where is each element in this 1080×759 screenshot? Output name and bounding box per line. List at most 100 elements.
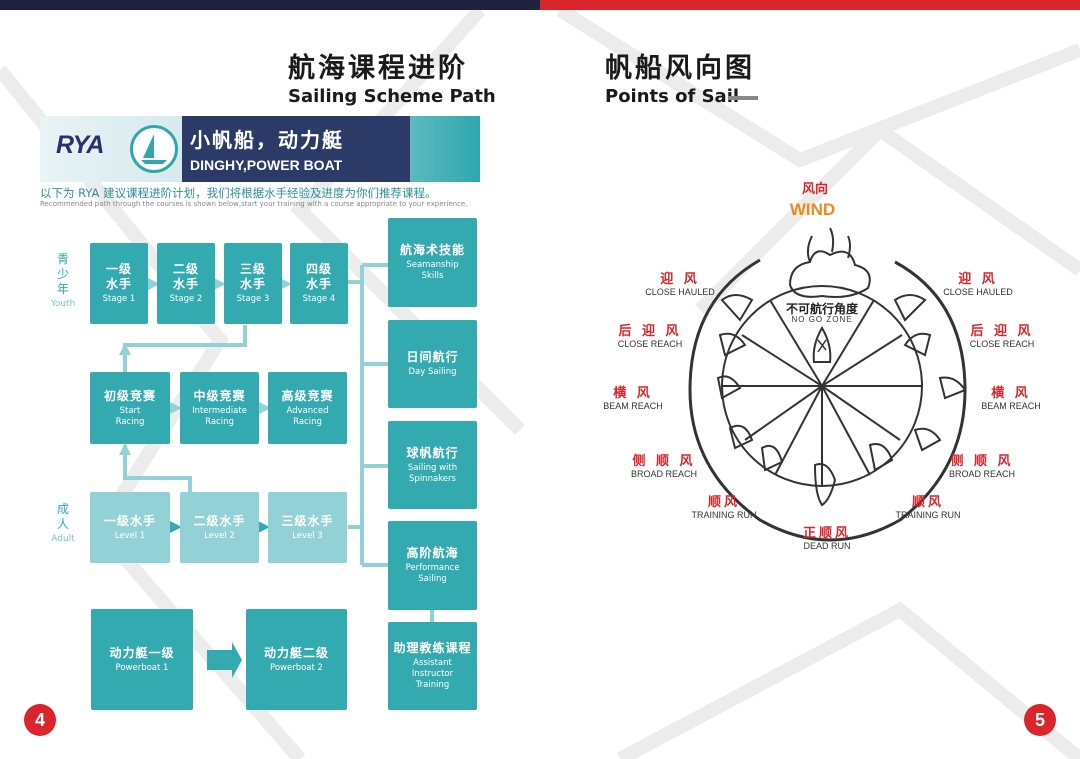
seamanship-en1: Seamanship [406, 260, 459, 270]
adult-label: 成 人 Adult [48, 502, 78, 547]
stage-4-cn-line2: 水手 [305, 277, 332, 291]
top-bar-navy [0, 0, 540, 10]
stage-4-cn-line1: 四级 [305, 262, 332, 276]
stage-1-cn-line1: 一级 [105, 262, 132, 276]
course-stage-3[interactable]: 三级 水手 Stage 3 [224, 243, 282, 324]
beam-reach-left: 横 风 BEAM REACH [600, 382, 666, 411]
course-level-1[interactable]: 一级水手 Level 1 [90, 492, 170, 563]
subtitle-dash [728, 96, 758, 100]
level-3-cn: 三级水手 [281, 513, 334, 528]
spinnakers-cn: 球帆航行 [406, 445, 459, 460]
intermediate-racing-en2: Racing [205, 416, 234, 427]
powerboat-2-en: Powerboat 2 [270, 662, 323, 673]
rya-logo: RYA [56, 131, 104, 159]
youth-en: Youth [50, 299, 76, 309]
dead-run-en: DEAD RUN [803, 541, 851, 551]
banner-title: 小帆船，动力艇 [190, 128, 344, 152]
no-go-zone-cn: 不可航行角度 [785, 302, 858, 316]
intermediate-racing-en1: Intermediate [192, 405, 247, 416]
spinnakers-en1: Sailing with [407, 462, 458, 473]
broad-reach-right-cn: 侧 顺 风 [950, 454, 1014, 469]
close-reach-right-cn: 后 迎 风 [970, 324, 1034, 339]
performance-en1: Performance [405, 563, 460, 573]
stage-1-en: Stage 1 [102, 294, 136, 304]
course-advanced-racing[interactable]: 高级竞赛 Advanced Racing [268, 372, 347, 444]
beam-reach-left-cn: 横 风 [613, 386, 653, 401]
close-hauled-left-cn: 迎 风 [660, 272, 700, 287]
day-sailing-en: Day Sailing [408, 367, 457, 377]
course-powerboat-1[interactable]: 动力艇一级 Powerboat 1 [91, 609, 193, 710]
adult-char-2: 人 [56, 517, 69, 531]
training-run-left-cn: 顺风 [707, 495, 740, 510]
performance-cn: 高阶航海 [406, 546, 459, 560]
level-2-cn: 二级水手 [193, 513, 246, 528]
close-hauled-right-en: CLOSE HAULED [943, 287, 1013, 297]
broad-reach-right: 侧 顺 风 BROAD REACH [944, 450, 1020, 479]
course-spinnakers[interactable]: 球帆航行 Sailing with Spinnakers [388, 421, 477, 509]
assistant-en2: Instructor [411, 669, 454, 679]
broad-reach-left-en: BROAD REACH [630, 469, 697, 479]
wind-label-cn: 风向 [801, 182, 828, 197]
training-run-right-en: TRAINING RUN [895, 510, 961, 520]
stage-3-cn-line1: 三级 [239, 262, 266, 276]
broad-reach-right-en: BROAD REACH [948, 469, 1015, 479]
intermediate-racing-cn: 中级竞赛 [193, 388, 246, 403]
youth-char-2: 少 [56, 267, 69, 281]
powerboat-2-cn: 动力艇二级 [263, 645, 329, 660]
beam-reach-right: 横 风 BEAM REACH [978, 382, 1044, 411]
course-assistant-instructor[interactable]: 助理教练课程 Assistant Instructor Training [388, 622, 477, 710]
assistant-en1: Assistant [413, 658, 452, 668]
stage-3-cn-line2: 水手 [239, 277, 266, 291]
level-2-en: Level 2 [204, 530, 235, 541]
course-stage-1[interactable]: 一级 水手 Stage 1 [90, 243, 148, 324]
page-number-right: 5 [1024, 704, 1056, 736]
stage-2-cn-line1: 二级 [172, 262, 199, 276]
course-powerboat-2[interactable]: 动力艇二级 Powerboat 2 [246, 609, 347, 710]
wind-label-en: WIND [789, 200, 836, 219]
start-racing-cn: 初级竞赛 [103, 388, 156, 403]
broad-reach-left: 侧 顺 风 BROAD REACH [626, 450, 702, 479]
training-run-left: 顺风 TRAINING RUN [684, 491, 764, 520]
stage-4-en: Stage 4 [302, 294, 336, 304]
course-start-racing[interactable]: 初级竞赛 Start Racing [90, 372, 170, 444]
level-1-en: Level 1 [114, 530, 146, 541]
banner-dark-panel [182, 116, 410, 182]
assistant-cn: 助理教练课程 [393, 641, 472, 655]
training-run-left-en: TRAINING RUN [691, 510, 757, 520]
course-level-3[interactable]: 三级水手 Level 3 [268, 492, 347, 563]
start-racing-en2: Racing [115, 416, 145, 427]
intro-text-cn: 以下为 RYA 建议课程进阶计划，我们将根据水手经验及进度为你们推荐课程。 [40, 186, 437, 200]
close-hauled-right-cn: 迎 风 [958, 272, 998, 287]
beam-reach-right-cn: 横 风 [991, 386, 1031, 401]
beam-reach-right-en: BEAM REACH [981, 401, 1041, 411]
youth-char-1: 青 [56, 252, 69, 266]
course-level-2[interactable]: 二级水手 Level 2 [180, 492, 259, 563]
youth-label: 青 少 年 Youth [48, 252, 78, 312]
close-reach-right: 后 迎 风 CLOSE REACH [964, 320, 1040, 349]
right-page-subtitle: Points of Sail [605, 86, 740, 107]
seamanship-cn: 航海术技能 [399, 243, 465, 257]
course-stage-4[interactable]: 四级 水手 Stage 4 [290, 243, 348, 324]
advanced-racing-cn: 高级竞赛 [281, 388, 334, 403]
right-page-title: 帆船风向图 [605, 53, 755, 84]
left-page-title: 航海课程进阶 [288, 53, 468, 84]
level-1-cn: 一级水手 [103, 513, 156, 528]
course-day-sailing[interactable]: 日间航行 Day Sailing [388, 320, 477, 408]
close-hauled-left: 迎 风 CLOSE HAULED [640, 268, 720, 297]
course-stage-2[interactable]: 二级 水手 Stage 2 [157, 243, 215, 324]
adult-char-1: 成 [56, 502, 69, 516]
close-reach-right-en: CLOSE REACH [969, 339, 1035, 349]
page-number-left: 4 [24, 704, 56, 736]
course-banner: RYA 小帆船，动力艇 DINGHY,POWER BOAT [40, 116, 480, 182]
start-racing-en1: Start [119, 405, 141, 416]
close-hauled-right: 迎 风 CLOSE HAULED [938, 268, 1018, 297]
seamanship-en2: Skills [421, 271, 444, 281]
course-seamanship-skills[interactable]: 航海术技能 Seamanship Skills [388, 218, 477, 307]
close-reach-left-cn: 后 迎 风 [618, 324, 682, 339]
day-sailing-cn: 日间航行 [406, 350, 459, 364]
course-performance-sailing[interactable]: 高阶航海 Performance Sailing [388, 521, 477, 610]
spinnakers-en2: Spinnakers [409, 473, 456, 484]
stage-2-cn-line2: 水手 [172, 277, 199, 291]
course-intermediate-racing[interactable]: 中级竞赛 Intermediate Racing [180, 372, 259, 444]
